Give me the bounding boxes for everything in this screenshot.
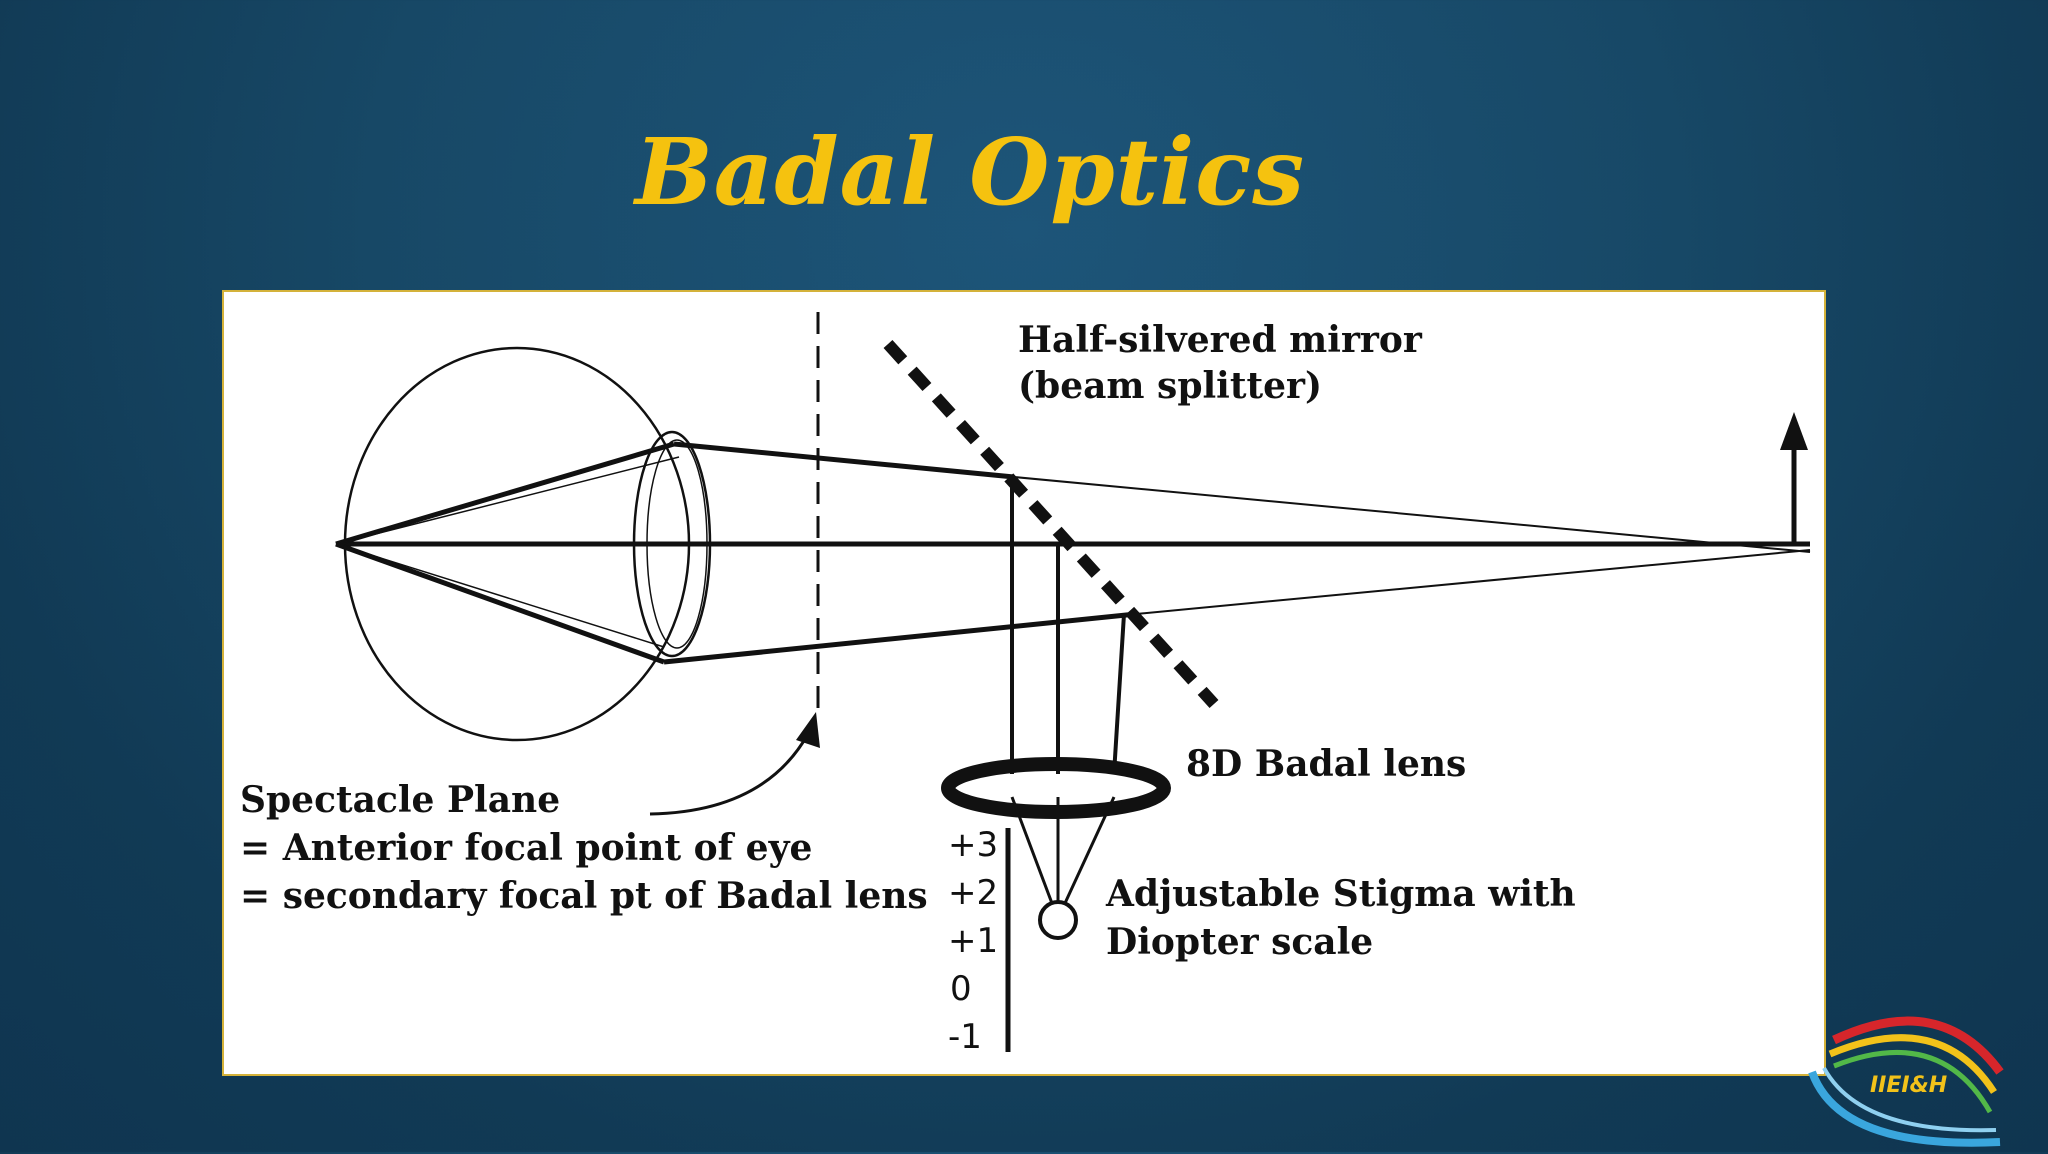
diopter-tick-plus2: +2 — [948, 873, 998, 913]
diopter-tick-plus1: +1 — [948, 921, 998, 961]
ray-eye-upper — [335, 441, 675, 547]
adjustable-stigma — [1038, 900, 1078, 940]
spectacle-pointer-curve — [649, 733, 810, 816]
stigma-label-line1: Adjustable Stigma with — [1105, 873, 1576, 915]
logo-text: IIEI&H — [1870, 1073, 1947, 1098]
ray-lower-to-target — [1135, 549, 1811, 615]
logo-arc-yellow — [1828, 1034, 1997, 1094]
half-silvered-mirror — [883, 339, 1219, 709]
logo-arc-red — [1832, 1016, 2004, 1075]
ray-upper-to-mirror — [673, 441, 1015, 480]
stigma-label-line2: Diopter scale — [1106, 921, 1373, 963]
institute-logo: IIEI&H — [1800, 1000, 2020, 1150]
ray-eye-lower — [335, 541, 665, 665]
ray-eye-lower-thin — [335, 543, 665, 648]
badal-lens — [941, 757, 1171, 819]
diopter-tick-plus3: +3 — [948, 825, 998, 865]
slide-title: Badal Optics — [634, 118, 1305, 226]
spectacle-pointer-arrowhead — [796, 712, 820, 748]
ray-lower-to-mirror — [663, 611, 1137, 665]
ray-eye-upper-thin — [335, 456, 680, 545]
logo-svg: IIEI&H — [1808, 1016, 2004, 1147]
spectacle-label-line3: = secondary focal pt of Badal lens — [240, 875, 928, 917]
ray-vertical-right — [1112, 613, 1126, 775]
logo-arc-green — [1833, 1049, 1993, 1114]
mirror-label-line1: Half-silvered mirror — [1018, 319, 1423, 361]
badal-lens-label: 8D Badal lens — [1186, 743, 1466, 785]
diopter-tick-minus1: -1 — [948, 1017, 982, 1057]
logo-arc-blue — [1808, 1070, 2001, 1147]
diopter-tick-zero: 0 — [950, 969, 972, 1009]
badal-optics-diagram: +3 +2 +1 0 -1 Half-silvered mirror (beam… — [222, 290, 1826, 1076]
logo-arc-lightblue — [1822, 1067, 1997, 1133]
ray-stigma-left — [1010, 796, 1058, 915]
ray-upper-to-target — [1013, 476, 1811, 553]
spectacle-label-line2: = Anterior focal point of eye — [240, 827, 812, 869]
mirror-label-line2: (beam splitter) — [1018, 365, 1322, 407]
diagram-svg: +3 +2 +1 0 -1 Half-silvered mirror (beam… — [240, 312, 1811, 1057]
spectacle-label-line1: Spectacle Plane — [240, 779, 560, 821]
ray-stigma-right — [1058, 796, 1116, 915]
target-arrow-head — [1780, 412, 1808, 450]
